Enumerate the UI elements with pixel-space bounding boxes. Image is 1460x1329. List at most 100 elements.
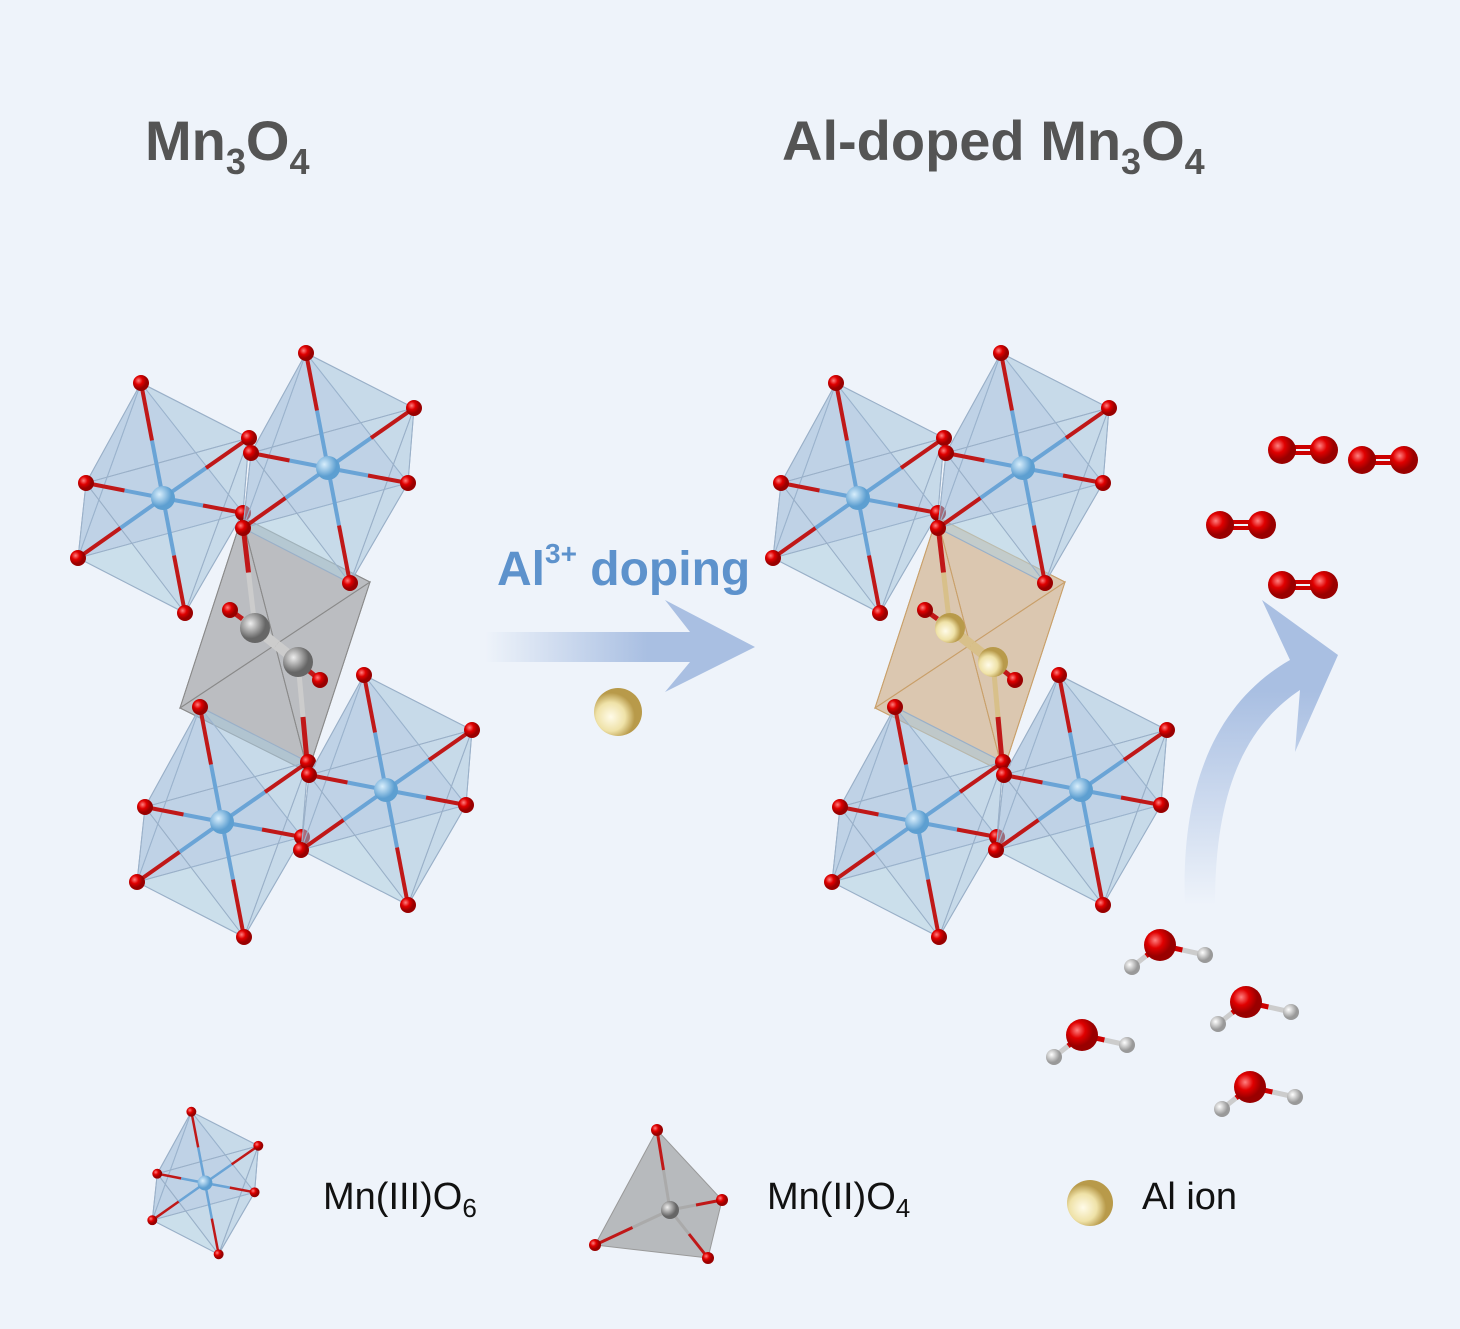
oxygen-atom: [651, 1124, 663, 1136]
manganese-atom: [1011, 456, 1035, 480]
oxygen-atom: [192, 699, 208, 715]
oxygen-atom: [133, 375, 149, 391]
water-molecule: [1214, 1071, 1303, 1117]
manganese-atom: [316, 456, 340, 480]
metal-atom: [240, 613, 270, 643]
bond: [926, 879, 941, 938]
bond: [198, 706, 213, 765]
title-sub: 4: [289, 141, 310, 182]
bond: [230, 1144, 260, 1166]
oxygen-atom: [400, 475, 416, 491]
oxygen-atom: [1348, 446, 1376, 474]
oxygen-atom: [70, 550, 86, 566]
oxygen-atom: [702, 1252, 714, 1264]
oxygen-atom: [1230, 986, 1262, 1018]
manganese-atom: [1069, 778, 1093, 802]
title-sub: 4: [1184, 141, 1205, 182]
oxygen-atom: [1051, 667, 1067, 683]
manganese-atom: [151, 486, 175, 510]
oxygen-atom: [589, 1239, 601, 1251]
oxygen-atom: [832, 799, 848, 815]
hydrogen-atom: [1124, 959, 1140, 975]
mn3-octahedron: [70, 375, 257, 621]
oxygen-atom: [129, 874, 145, 890]
oxygen-atom: [243, 445, 259, 461]
title-text: Mn: [1040, 109, 1122, 172]
oxygen-atom: [872, 605, 888, 621]
bond: [999, 352, 1014, 411]
bond: [190, 1111, 200, 1148]
oxygen-atom: [887, 699, 903, 715]
oxygen-atom: [293, 842, 309, 858]
hydrogen-atom: [1046, 1049, 1062, 1065]
title-text: Al-doped: [782, 109, 1041, 172]
title-sub: 3: [1121, 141, 1142, 182]
water-molecule: [1046, 1019, 1135, 1065]
oxygen-atom: [400, 897, 416, 913]
oxygen-atom: [137, 799, 153, 815]
oxygen-atom: [917, 602, 933, 618]
mn2-tetrahedron: [874, 515, 1066, 774]
oxygen-atom: [993, 345, 1009, 361]
hydrogen-atom: [1283, 1004, 1299, 1020]
bond: [299, 818, 345, 852]
legend-tetrahedron-icon: [589, 1124, 728, 1264]
oxygen-atom: [931, 929, 947, 945]
oxygen-atom: [765, 550, 781, 566]
doping-label: Al3+ doping: [497, 538, 750, 597]
mn3-octahedron: [129, 699, 316, 945]
mn3-octahedron: [147, 1106, 264, 1260]
title-text: Mn: [145, 109, 226, 172]
o2-molecule: [1348, 446, 1418, 474]
oxygen-atom: [716, 1194, 728, 1206]
bond: [231, 879, 246, 938]
oxygen-atom: [301, 767, 317, 783]
oxygen-atom: [995, 754, 1011, 770]
oxygen-atom: [213, 1249, 224, 1260]
bond: [210, 1218, 220, 1255]
bond: [1122, 728, 1169, 762]
hydrogen-atom: [1197, 947, 1213, 963]
oxygen-atom: [152, 1168, 163, 1179]
oxygen-atom: [177, 605, 193, 621]
oxygen-atom: [1153, 797, 1169, 813]
oxygen-atom: [186, 1106, 197, 1117]
bond: [867, 555, 882, 614]
oxygen-atom: [253, 1140, 264, 1151]
bond: [1090, 847, 1105, 906]
water-molecule: [1210, 986, 1299, 1032]
legend-label-mn2-tetrahedron: Mn(II)O4: [767, 1176, 910, 1224]
bond: [899, 436, 946, 470]
oxygen-atom: [342, 575, 358, 591]
oxygen-atom: [235, 520, 251, 536]
tetrahedron-face: [594, 1129, 723, 1259]
mn3-octahedron: [765, 375, 952, 621]
oxygen-atom: [773, 475, 789, 491]
mn3-octahedron: [930, 345, 1117, 591]
oxygen-atom: [1144, 929, 1176, 961]
manganese-atom: [374, 778, 398, 802]
title-text: O: [1141, 109, 1185, 172]
oxygen-atom: [300, 754, 316, 770]
oxygen-atom: [1101, 400, 1117, 416]
oxygen-atom: [1159, 722, 1175, 738]
oxygen-atom: [1268, 436, 1296, 464]
bond: [893, 706, 908, 765]
bond: [994, 818, 1040, 852]
oxygen-atom: [1268, 571, 1296, 599]
bond: [337, 525, 352, 584]
oxygen-atom: [241, 430, 257, 446]
bond: [655, 1129, 665, 1171]
mn3-octahedron: [988, 667, 1175, 913]
oxygen-atom: [147, 1215, 158, 1226]
bond: [369, 406, 416, 440]
bond: [241, 496, 287, 530]
oxygen-atom: [824, 874, 840, 890]
manganese-atom: [661, 1201, 679, 1219]
oxygen-atom: [1310, 571, 1338, 599]
o2-molecule: [1268, 436, 1338, 464]
manganese-atom: [905, 810, 929, 834]
metal-atom: [978, 647, 1008, 677]
oxygen-atom: [1310, 436, 1338, 464]
